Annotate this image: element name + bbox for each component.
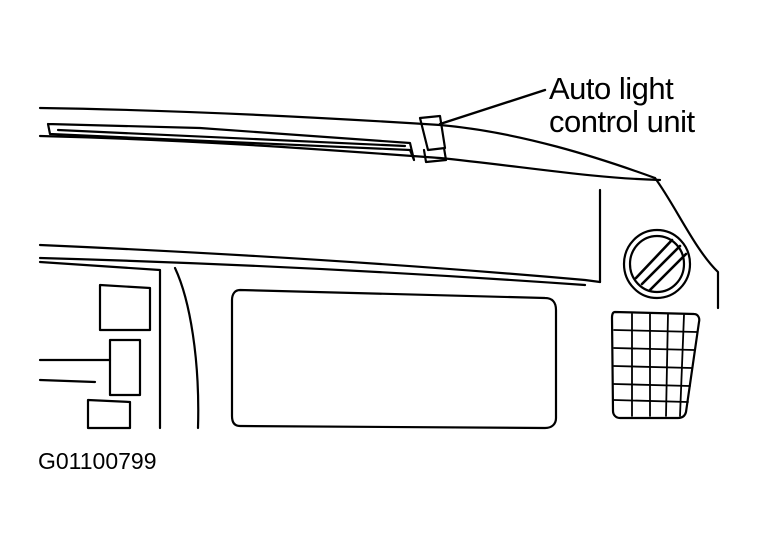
auto-light-sensor — [418, 114, 448, 164]
auto-light-callout: Auto light control unit — [549, 72, 695, 138]
rect-vent — [610, 310, 701, 420]
display-panel — [230, 288, 558, 430]
callout-leader — [438, 88, 547, 126]
console-left — [173, 266, 200, 430]
cluster-frame — [38, 260, 162, 430]
dash-surface-line — [38, 134, 662, 182]
callout-line-1: Auto light — [549, 71, 674, 106]
figure-code: G01100799 — [38, 448, 157, 474]
dash-right-contour — [653, 176, 720, 310]
cluster-detail — [98, 283, 152, 397]
dash-lower-edge-2 — [38, 256, 587, 287]
cluster-detail-2 — [86, 398, 132, 430]
dashboard-top-edge — [38, 106, 657, 180]
callout-line-2: control unit — [549, 104, 695, 139]
dash-lower-edge — [38, 243, 602, 284]
round-vent — [622, 228, 692, 300]
defroster-vent — [46, 122, 416, 162]
